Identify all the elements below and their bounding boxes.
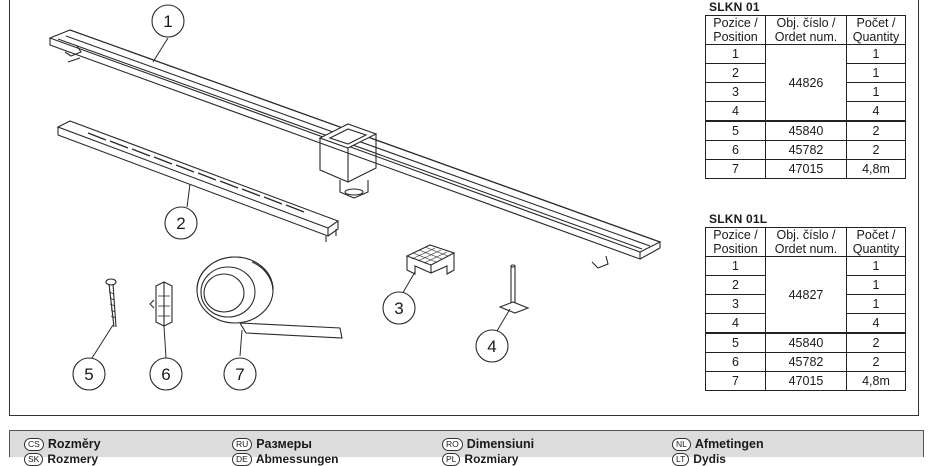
callout-1: 1 xyxy=(151,4,185,38)
header-position: Pozice /Position xyxy=(705,227,766,257)
screw-part xyxy=(105,278,117,328)
parts-table-slkn01l: Pozice /Position Obj. číslo /Ordet num. … xyxy=(705,227,906,391)
table-title-slkn01: SLKN 01 xyxy=(709,0,760,14)
callout-7: 7 xyxy=(223,357,257,391)
strainer-part xyxy=(405,244,456,275)
callout-2: 2 xyxy=(164,206,198,240)
assembly-drawing: 1 2 3 4 5 6 7 xyxy=(48,4,662,391)
svg-text:4: 4 xyxy=(487,337,496,356)
header-order-number: Obj. číslo /Ordet num. xyxy=(765,227,847,257)
drawing-frame xyxy=(9,0,919,416)
parts-table-slkn01: Pozice /Position Obj. číslo /Ordet num. … xyxy=(705,15,906,179)
svg-text:1: 1 xyxy=(163,12,172,31)
svg-text:7: 7 xyxy=(235,365,244,384)
svg-text:6: 6 xyxy=(161,365,170,384)
leveling-foot-part xyxy=(498,264,530,314)
wall-plug-part xyxy=(149,281,173,327)
svg-text:2: 2 xyxy=(176,214,185,233)
table-title-slkn01l: SLKN 01L xyxy=(709,212,768,226)
header-quantity: Počet /Quantity xyxy=(846,227,906,257)
callout-4: 4 xyxy=(475,329,509,363)
sealing-tape-part xyxy=(196,256,343,339)
header-position: Pozice /Position xyxy=(705,15,766,45)
group-order-number: 44826 xyxy=(765,44,847,122)
header-quantity: Počet /Quantity xyxy=(846,15,906,45)
callout-5: 5 xyxy=(72,357,106,391)
svg-text:5: 5 xyxy=(84,365,93,384)
group-order-number: 44827 xyxy=(765,256,847,334)
slotted-grate-part xyxy=(56,120,340,242)
header-order-number: Obj. číslo /Ordet num. xyxy=(765,15,847,45)
callout-3: 3 xyxy=(382,291,416,325)
callout-6: 6 xyxy=(149,357,183,391)
drain-channel-part xyxy=(48,29,662,269)
svg-text:3: 3 xyxy=(394,299,403,318)
